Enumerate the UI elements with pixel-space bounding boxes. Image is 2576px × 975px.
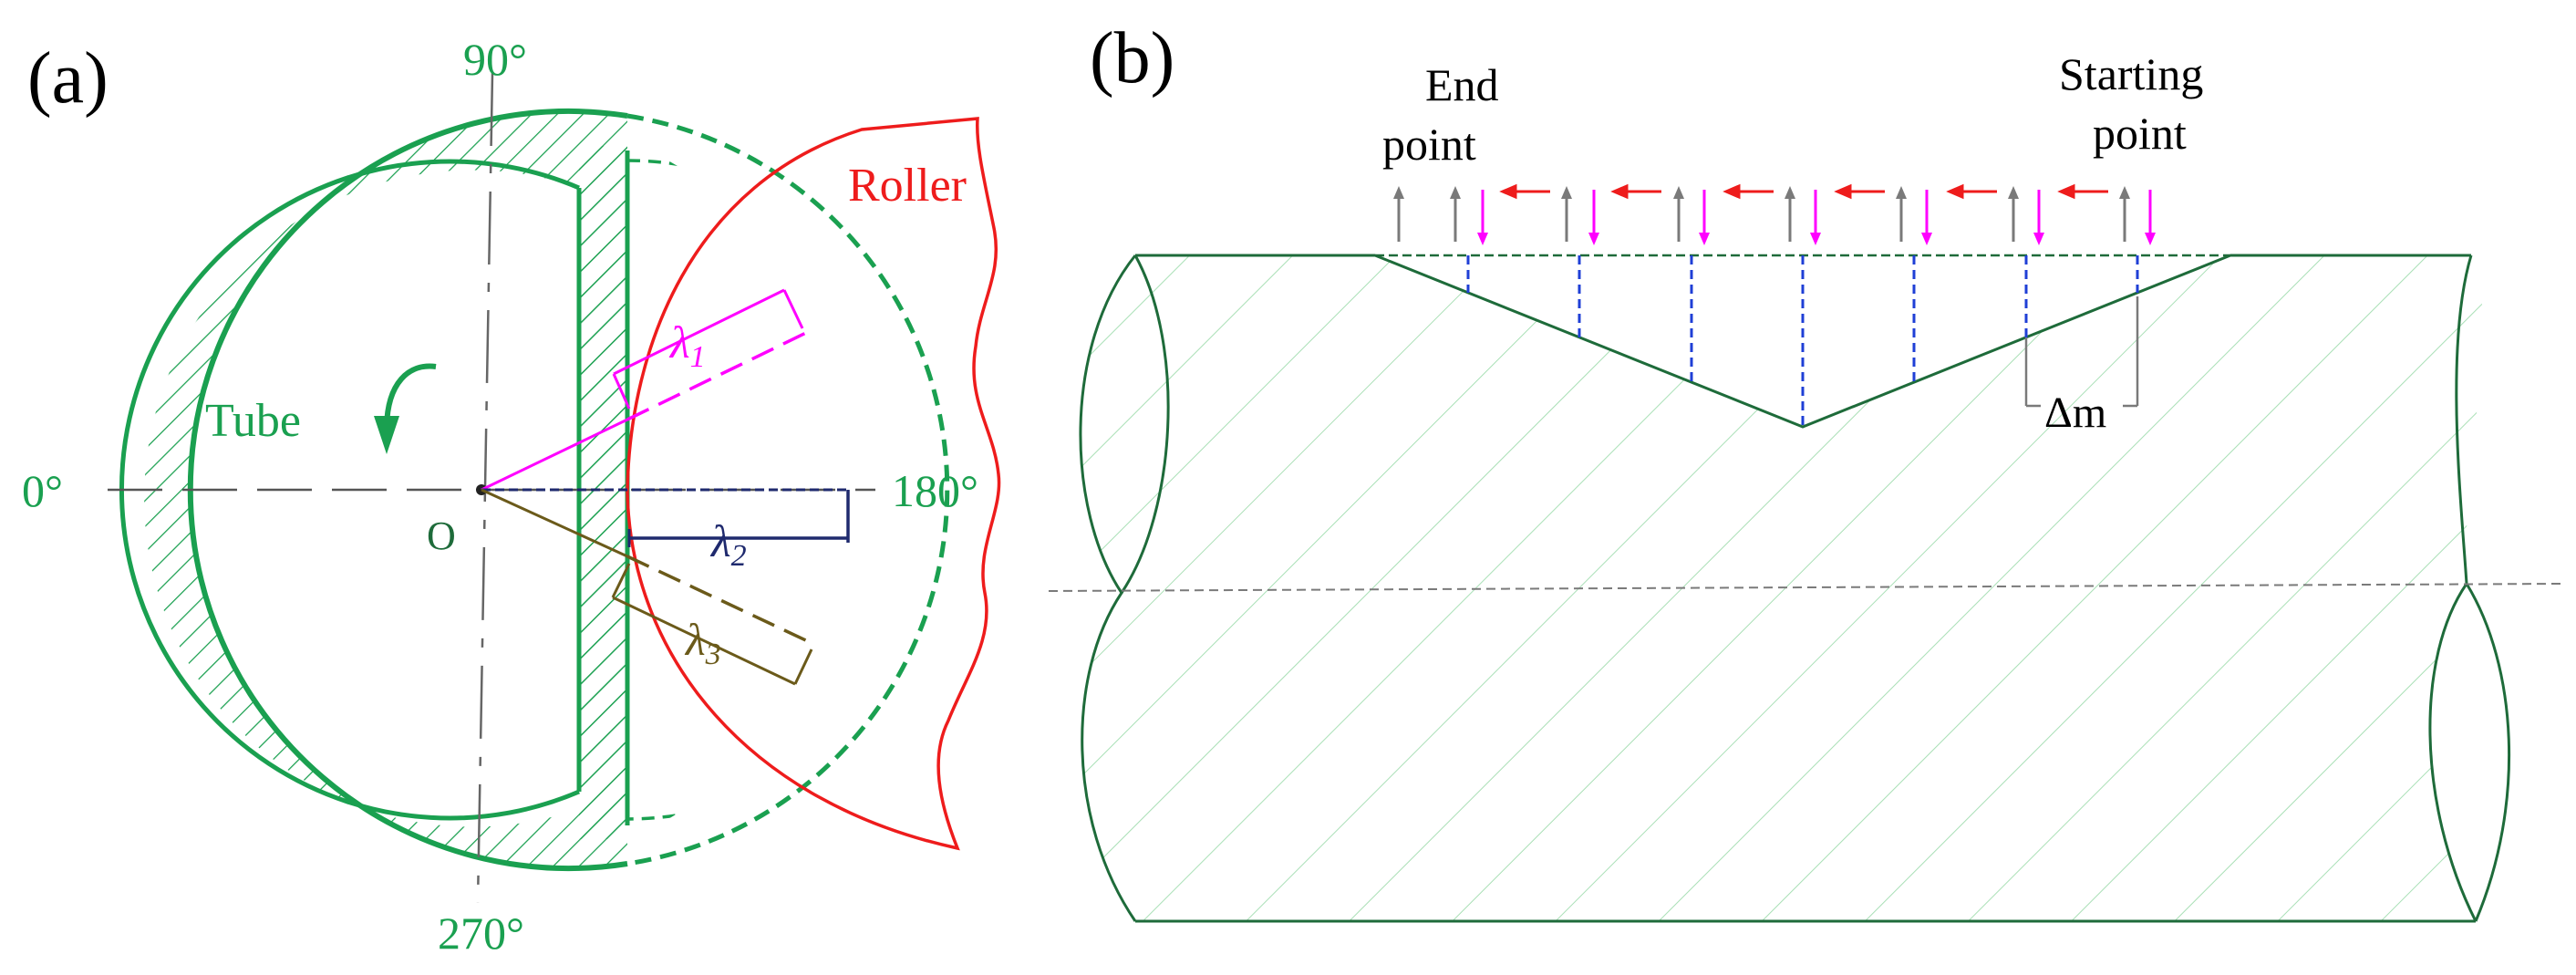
rotation-arrowhead-icon	[374, 416, 399, 454]
delta-m-label: Δm	[2044, 389, 2106, 437]
angle-0-label: 0°	[22, 465, 63, 516]
pair-6	[2008, 186, 2044, 245]
pair-8	[1393, 186, 1404, 242]
v-groove	[1374, 254, 2231, 429]
angle-90-label: 90°	[463, 34, 527, 85]
end-point-label-2: point	[1382, 119, 1476, 170]
panel-b: (b)	[1048, 18, 2563, 923]
pair-4	[1785, 186, 1821, 245]
pair-5	[1896, 186, 1932, 245]
origin-label: O	[427, 513, 456, 558]
roller-label: Roller	[848, 160, 967, 212]
panel-b-label: (b)	[1090, 18, 1174, 99]
lambda2-measure: λ2	[481, 488, 850, 573]
end-point-label-1: End	[1425, 59, 1499, 110]
rotation-arrow-icon	[384, 363, 437, 428]
angle-270-label: 270°	[438, 908, 524, 959]
angle-180-label: 180°	[892, 465, 978, 516]
pair-1	[1450, 186, 1488, 245]
red-arrows	[1499, 183, 2108, 200]
start-point-label-2: point	[2093, 108, 2187, 159]
center-line	[1048, 583, 2563, 592]
pair-3	[1673, 186, 1710, 245]
lambda1-measure: λ1	[481, 288, 812, 492]
lambda3-label: λ3	[684, 614, 721, 671]
pair-7	[2119, 186, 2156, 245]
panel-a: (a) Roller O	[22, 34, 1001, 959]
delta-m-dimension	[2024, 296, 2139, 408]
lambda1-label: λ1	[668, 316, 706, 374]
lambda3-measure: λ3	[481, 488, 813, 686]
tube-label: Tube	[205, 395, 301, 447]
pass-arrows	[1393, 183, 2156, 245]
start-point-label-1: Starting	[2059, 48, 2203, 99]
depth-lines	[1466, 255, 2139, 427]
panel-a-label: (a)	[27, 38, 109, 119]
lambda2-label: λ2	[709, 515, 747, 573]
roller-outline	[626, 117, 1001, 851]
pair-2	[1561, 186, 1599, 245]
